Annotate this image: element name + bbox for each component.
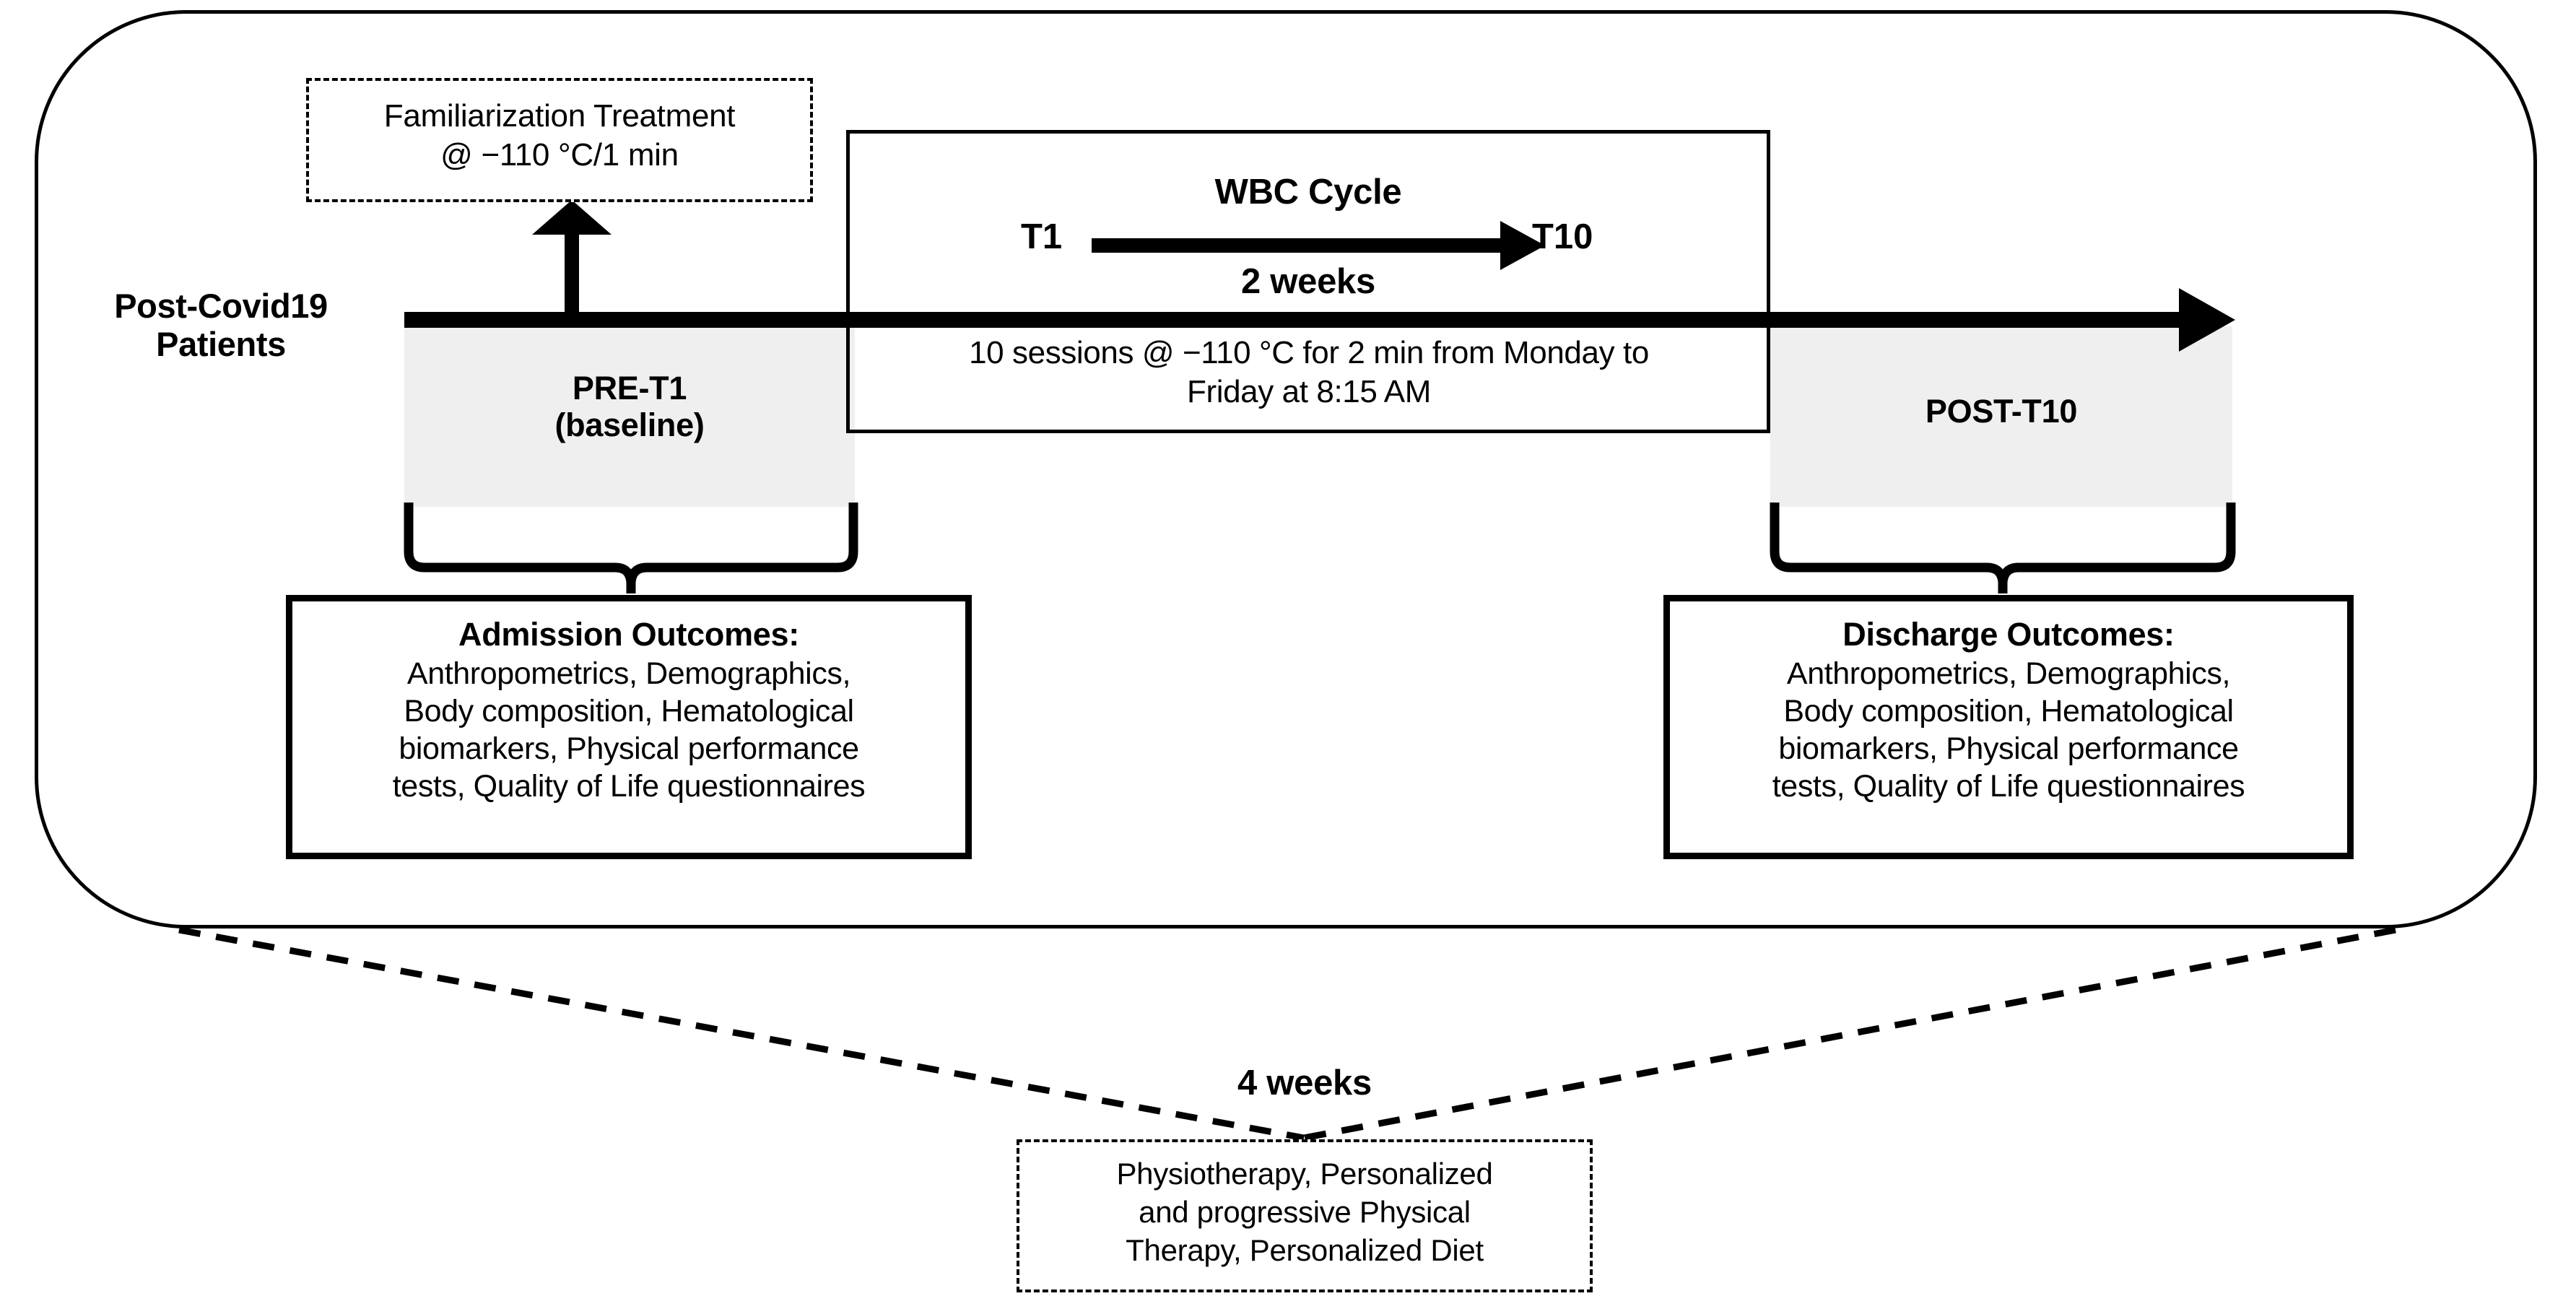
brace-admission <box>404 503 858 593</box>
rehabilitation-programme-box: Physiotherapy, Personalized and progress… <box>1017 1139 1593 1292</box>
admission-outcomes-box: Admission Outcomes: Anthropometrics, Dem… <box>286 595 972 859</box>
study-period-container <box>35 10 2537 929</box>
wbc-arrow-shaft <box>1092 238 1503 253</box>
wbc-start-label: T1 <box>1021 217 1063 256</box>
timeline-arrowhead-icon <box>2179 288 2235 352</box>
wbc-sessions-description: 10 sessions @ −110 °C for 2 min from Mon… <box>874 334 1744 411</box>
wbc-end-label: T10 <box>1532 217 1593 256</box>
cohort-label-line2: Patients <box>156 324 286 363</box>
phase-band-pre-t1: PRE-T1 (baseline) <box>404 326 855 507</box>
wbc-sessions-line2: Friday at 8:15 AM <box>1186 373 1432 409</box>
admission-outcomes-line3: biomarkers, Physical performance <box>399 731 859 767</box>
wbc-sessions-line1: 10 sessions @ −110 °C for 2 min from Mon… <box>969 335 1649 370</box>
phase-label-pre-t1: PRE-T1 (baseline) <box>404 370 855 444</box>
discharge-outcomes-line3: biomarkers, Physical performance <box>1778 731 2239 767</box>
discharge-outcomes-box: Discharge Outcomes: Anthropometrics, Dem… <box>1663 595 2354 859</box>
familiarization-arrowhead-icon <box>532 200 612 235</box>
wbc-duration-label: 2 weeks <box>1241 262 1375 301</box>
timeline-bar <box>404 312 2188 328</box>
phase-post-title: POST-T10 <box>1925 393 2078 430</box>
wbc-arrowhead-icon <box>1500 221 1545 270</box>
discharge-outcomes-line1: Anthropometrics, Demographics, <box>1786 656 2231 691</box>
wbc-cycle-box <box>846 130 1770 433</box>
admission-outcomes-line1: Anthropometrics, Demographics, <box>406 656 851 691</box>
admission-outcomes-line4: tests, Quality of Life questionnaires <box>392 769 866 804</box>
familiarization-arrow-stem <box>565 230 579 318</box>
cohort-label: Post-Covid19 Patients <box>69 287 373 363</box>
discharge-outcomes-line2: Body composition, Hematological <box>1783 694 2234 729</box>
familiarization-treatment-box: Familiarization Treatment @ −110 °C/1 mi… <box>306 78 813 202</box>
familiarization-line1: Familiarization Treatment <box>383 98 736 134</box>
phase-label-post-t10: POST-T10 <box>1770 393 2232 430</box>
rehab-duration-label: 4 weeks <box>1237 1064 1372 1103</box>
dashed-line-left <box>178 926 1305 1141</box>
admission-outcomes-line2: Body composition, Hematological <box>404 694 854 729</box>
cohort-label-line1: Post-Covid19 <box>114 287 328 325</box>
phase-band-post-t10: POST-T10 <box>1770 326 2232 507</box>
discharge-outcomes-title: Discharge Outcomes: <box>1842 616 2175 653</box>
discharge-outcomes-line4: tests, Quality of Life questionnaires <box>1772 769 2245 804</box>
brace-discharge <box>1770 503 2236 593</box>
admission-outcomes-title: Admission Outcomes: <box>458 616 799 653</box>
familiarization-line2: @ −110 °C/1 min <box>440 136 679 173</box>
dashed-line-right <box>1303 926 2396 1141</box>
rehab-line3: Therapy, Personalized Diet <box>1126 1232 1484 1267</box>
phase-pre-subtitle: (baseline) <box>554 406 705 444</box>
phase-pre-title: PRE-T1 <box>572 370 687 406</box>
wbc-cycle-title: WBC Cycle <box>1214 173 1402 212</box>
rehab-line2: and progressive Physical <box>1139 1194 1471 1229</box>
rehab-line1: Physiotherapy, Personalized <box>1116 1157 1493 1191</box>
